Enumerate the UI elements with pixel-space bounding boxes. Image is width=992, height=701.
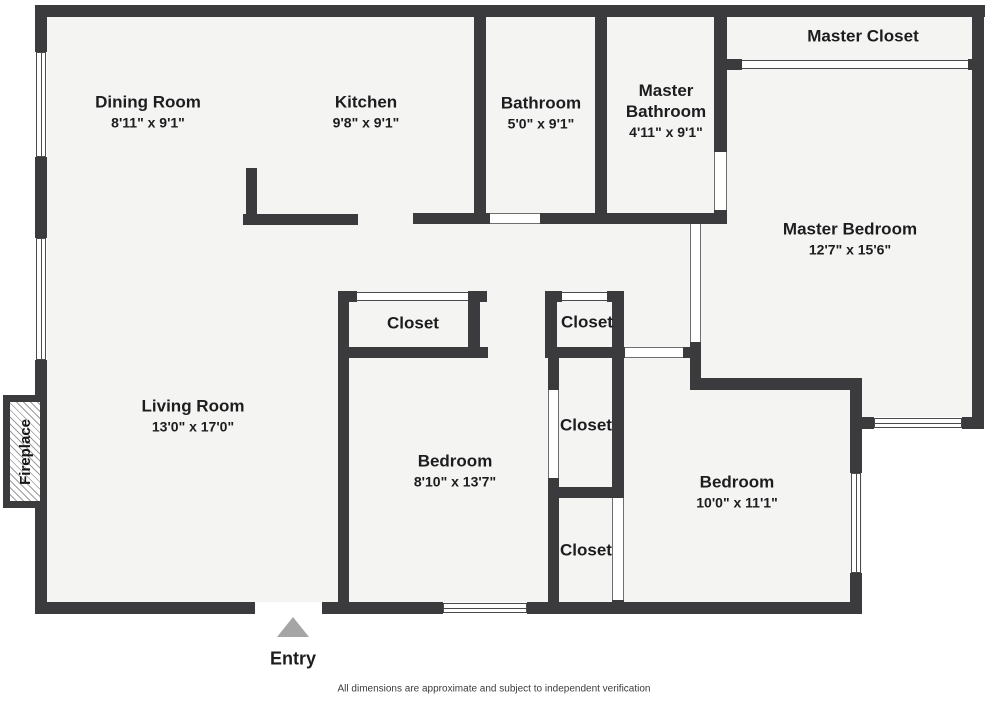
room-dims: 4'11" x 9'1" (629, 124, 703, 140)
fireplace: Fireplace (3, 395, 47, 508)
room-label-closet-hall: Closet (387, 313, 439, 334)
wall (690, 378, 857, 390)
wall (322, 602, 443, 614)
room-name: Closet (560, 415, 612, 435)
room-name: Closet (560, 540, 612, 560)
sliding-door (562, 292, 607, 301)
room-label-closet-lower: Closet (560, 540, 612, 561)
room-name: Master Bedroom (782, 219, 918, 239)
room-dims: 8'11" x 9'1" (111, 114, 185, 131)
wall (35, 506, 47, 614)
door-opening (714, 152, 727, 210)
fireplace-label: Fireplace (16, 418, 34, 485)
window (36, 52, 46, 157)
wall (35, 157, 47, 238)
wall (850, 573, 862, 614)
wall (35, 5, 985, 17)
room-label-living-room: Living Room 13'0" x 17'0" (142, 396, 245, 437)
wall (35, 360, 47, 397)
room-dims: 10'0" x 11'1" (696, 494, 778, 511)
wall (683, 347, 701, 358)
wall (35, 5, 47, 52)
room-name: Closet (561, 312, 613, 332)
room-name: Bedroom (417, 451, 493, 471)
wall (545, 291, 557, 358)
wall (413, 213, 490, 224)
wall (612, 291, 624, 498)
room-dims: 5'0" x 9'1" (507, 115, 575, 132)
entry-label: Entry (269, 648, 317, 669)
room-label-master-closet: Master Closet (807, 26, 918, 47)
window (851, 473, 861, 573)
window (874, 418, 962, 428)
wall (690, 342, 701, 390)
wall (474, 17, 486, 213)
footer-disclaimer: All dimensions are approximate and subje… (337, 683, 651, 695)
wall (962, 417, 984, 429)
room-label-dining-room: Dining Room 8'11" x 9'1" (95, 92, 201, 133)
room-label-bathroom: Bathroom 5'0" x 9'1" (501, 93, 581, 134)
door-opening (690, 224, 701, 342)
wall (243, 214, 358, 225)
entry-opening (255, 603, 322, 613)
room-label-closet-small: Closet (561, 312, 613, 333)
wall (850, 378, 862, 473)
fireplace-hatch: Fireplace (10, 402, 40, 501)
wall (338, 347, 488, 358)
room-label-master-bathroom: Master Bathroom 4'11" x 9'1" (614, 80, 718, 142)
wall (972, 5, 984, 429)
room-name: Bedroom (699, 472, 775, 492)
entry-arrow-icon (277, 617, 309, 637)
window (443, 603, 527, 613)
room-name: Closet (387, 313, 439, 333)
wall (540, 213, 727, 224)
wall (35, 602, 255, 614)
room-label-bedroom-right: Bedroom 10'0" x 11'1" (696, 472, 777, 513)
room-name: Living Room (141, 396, 245, 416)
door-opening (625, 347, 683, 358)
room-name: Dining Room (95, 92, 201, 112)
door-opening (548, 390, 559, 478)
door-opening (612, 498, 624, 600)
wall (548, 487, 624, 498)
wall (595, 17, 607, 213)
wall (690, 213, 701, 224)
wall (612, 600, 624, 614)
room-label-master-bedroom: Master Bedroom 12'7" x 15'6" (783, 219, 917, 260)
wall (968, 59, 984, 70)
wall (527, 602, 862, 614)
sliding-door (357, 292, 468, 301)
window (36, 238, 46, 360)
room-name: Master Closet (807, 26, 919, 46)
wall (468, 291, 480, 358)
room-dims: 8'10" x 13'7" (413, 473, 497, 490)
wall (338, 291, 349, 614)
sliding-door (742, 60, 968, 69)
wall (545, 347, 625, 358)
room-dims: 9'8" x 9'1" (332, 114, 400, 131)
wall (246, 168, 257, 225)
door-opening (490, 213, 540, 224)
room-dims: 12'7" x 15'6" (808, 241, 892, 258)
room-label-kitchen: Kitchen 9'8" x 9'1" (333, 92, 400, 133)
room-name: Kitchen (334, 92, 398, 112)
wall (714, 17, 727, 152)
room-name: Master Bathroom (625, 81, 707, 121)
room-name: Bathroom (500, 93, 582, 113)
wall (727, 59, 742, 70)
wall (548, 498, 559, 614)
wall (548, 358, 559, 390)
room-label-closet-middle: Closet (560, 415, 612, 436)
room-dims: 13'0" x 17'0" (151, 418, 235, 435)
room-label-bedroom-left: Bedroom 8'10" x 13'7" (414, 451, 496, 492)
